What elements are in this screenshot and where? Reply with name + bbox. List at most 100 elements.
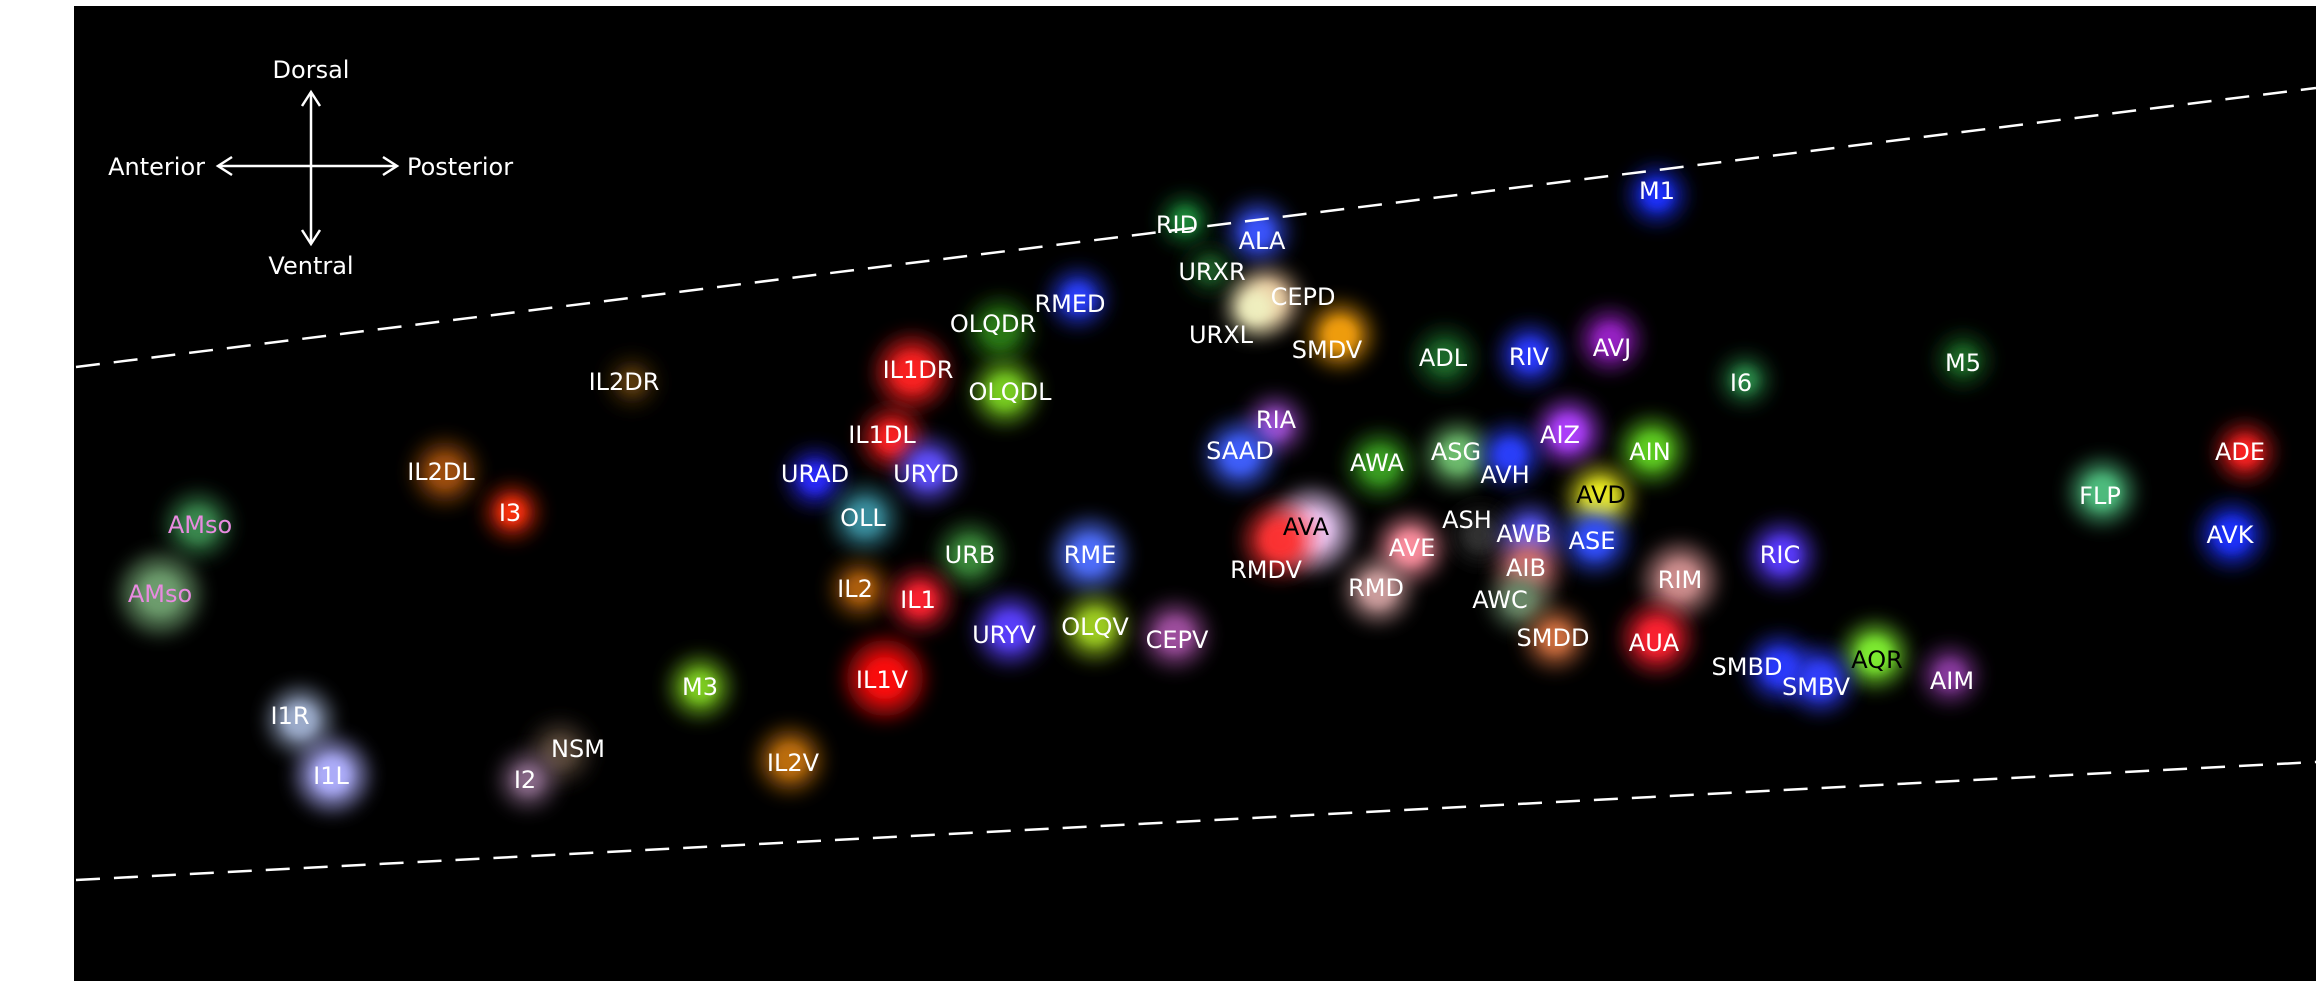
neuron-spot-core-rmd (1361, 573, 1395, 607)
neuron-spots-layer (122, 169, 2271, 809)
neuron-spot-core-ala (1243, 217, 1273, 247)
neuron-spot-core-nsm (545, 737, 575, 767)
neuron-label-olqdl: OLQDL (968, 378, 1052, 406)
neuron-label-ade: ADE (2215, 438, 2265, 466)
neuron-label-aim: AIM (1930, 667, 1974, 695)
neuron-label-ala: ALA (1239, 227, 1286, 255)
neuron-label-awc: AWC (1472, 586, 1528, 614)
neuron-label-nsm: NSM (551, 735, 605, 763)
neuron-spot-core-m1 (1643, 181, 1671, 209)
neuron-spot-core-avk (2215, 518, 2249, 552)
neuron-spot-core-il1v (864, 657, 906, 699)
neuron-label-ase: ASE (1569, 527, 1616, 555)
neuron-label-il2: IL2 (837, 575, 873, 603)
neuron-spot-core-avh (1495, 440, 1525, 470)
neuron-label-rmd: RMD (1348, 574, 1404, 602)
neuron-label-i2: I2 (514, 766, 536, 794)
neuron-label-urxr: URXR (1178, 258, 1245, 286)
neuron-label-rid: RID (1156, 211, 1198, 239)
neuron-label-aib: AIB (1506, 554, 1546, 582)
neuron-label-asg: ASG (1431, 438, 1481, 466)
neuron-label-smbd: SMBD (1712, 653, 1783, 681)
neuron-label-smdd: SMDD (1517, 624, 1590, 652)
dorsal-boundary-line (75, 86, 2316, 369)
neuron-label-ain: AIN (1629, 438, 1670, 466)
neuron-label-uryv: URYV (972, 621, 1036, 649)
neuron-label-aiz: AIZ (1540, 421, 1580, 449)
neuron-label-avd: AVD (1576, 481, 1626, 509)
neuron-label-saad: SAAD (1206, 437, 1274, 465)
neuron-spot-core-avj (1595, 325, 1625, 355)
neuron-label-amso: AMso (128, 580, 192, 608)
neuron-spot-core-i6 (1733, 368, 1757, 392)
neuron-spot-core-ain (1635, 433, 1669, 467)
neuron-spot-core-flp (2085, 475, 2119, 509)
posterior-label: Posterior (407, 153, 513, 181)
arrow-left-icon (215, 155, 233, 177)
neuron-label-smbv: SMBV (1782, 673, 1851, 701)
neuron-spot-core-m5 (1950, 347, 1976, 373)
neuron-label-rim: RIM (1658, 566, 1702, 594)
neuron-label-i6: I6 (1730, 369, 1752, 397)
neuron-spot-core-uryd (911, 453, 945, 487)
neuron-spot-core-avd (1583, 481, 1617, 515)
neuron-label-rmdv: RMDV (1230, 556, 1302, 584)
neuron-spot-core-il2dr (620, 370, 644, 394)
neuron-label-adl: ADL (1419, 344, 1468, 372)
neuron-spot-core-awa (1363, 448, 1397, 482)
arrow-down-icon (300, 229, 322, 247)
neuron-spot-core-il1dl (877, 423, 907, 453)
dorsal-label: Dorsal (273, 56, 350, 84)
neuron-spot-core-awc (1505, 585, 1535, 615)
neuron-label-m3: M3 (682, 673, 718, 701)
neuron-label-aua: AUA (1629, 629, 1680, 657)
neuron-spot-core-aua (1639, 620, 1675, 656)
neuron-label-rmed: RMED (1034, 290, 1105, 318)
neuron-label-uryd: URYD (893, 460, 959, 488)
neuron-spot-core-ade (2231, 438, 2259, 466)
neuron-spot-core-il1 (905, 585, 935, 615)
neuron-spot-core-il1dr (893, 353, 931, 391)
neuron-spot-core-olqdr (983, 313, 1017, 347)
neuron-label-olqdr: OLQDR (950, 310, 1036, 338)
neuron-spot-core-urad (801, 464, 829, 492)
neuron-label-oll: OLL (840, 504, 886, 532)
neuron-spot-core-olqdl (988, 375, 1022, 409)
neuron-label-ash: ASH (1442, 506, 1492, 534)
neuron-spot-core-rid (1173, 208, 1197, 232)
neuron-label-il1: IL1 (900, 586, 936, 614)
neuron-spot-core-uryv (992, 612, 1028, 648)
neuron-spot-core-il2v (773, 743, 807, 777)
arrow-right-icon (382, 155, 400, 177)
neuron-label-aqr: AQR (1851, 646, 1903, 674)
neuron-label-urad: URAD (781, 460, 849, 488)
neuron-spot-core-rmdv (1261, 521, 1299, 559)
neuron-label-cepv: CEPV (1146, 626, 1209, 654)
neuron-spot-core-il2 (846, 575, 874, 603)
neuron-label-avh: AVH (1480, 461, 1529, 489)
neuron-spot-core-m3 (685, 672, 715, 702)
neuron-spot-core-ric (1765, 538, 1799, 572)
neuron-spot-core-riv (1515, 340, 1545, 370)
neuron-label-m1: M1 (1639, 177, 1675, 205)
neuron-label-riv: RIV (1509, 343, 1550, 371)
neuron-label-avk: AVK (2206, 521, 2254, 549)
neuron-label-ria: RIA (1256, 406, 1297, 434)
neuron-spot-core-amso (139, 573, 181, 615)
neuron-label-ric: RIC (1760, 541, 1801, 569)
neuron-spot-core-i2 (514, 766, 542, 794)
neuron-spot-core-i1l (313, 756, 351, 794)
neuron-spot-core-olqv (1078, 610, 1112, 644)
neuron-spot-core-adl (1430, 343, 1460, 373)
ventral-boundary-line (75, 760, 2316, 882)
neuron-spot-core-smdv (1323, 318, 1357, 352)
neuron-spot-core-smdd (1540, 623, 1570, 653)
neuron-spot-core-smbv (1803, 663, 1837, 697)
neuron-label-avj: AVJ (1593, 334, 1631, 362)
neuron-label-il1dl: IL1DL (848, 421, 916, 449)
neuron-label-urb: URB (945, 541, 996, 569)
neuron-spot-core-cepv (1158, 618, 1192, 652)
neuron-label-cepd: CEPD (1271, 283, 1336, 311)
